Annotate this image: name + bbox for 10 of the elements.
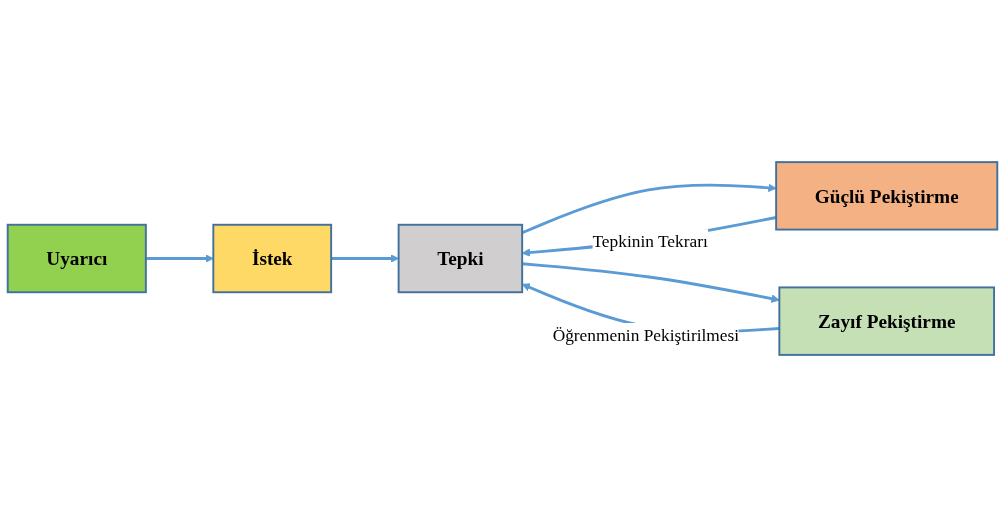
- node-box: İstek: [212, 223, 333, 294]
- node-box: Tepki: [397, 223, 524, 294]
- edge-label: Öğrenmenin Pekiştirilmesi: [552, 325, 740, 346]
- arrow: [522, 262, 780, 303]
- node-box: Güçlü Pekiştirme: [775, 161, 999, 231]
- arrow: [145, 254, 214, 263]
- node-box: Zayıf Pekiştirme: [778, 286, 996, 356]
- node-box: Uyarıcı: [6, 223, 147, 294]
- arrow: [331, 254, 399, 263]
- edge-label: Tepkinin Tekrarı: [592, 232, 708, 252]
